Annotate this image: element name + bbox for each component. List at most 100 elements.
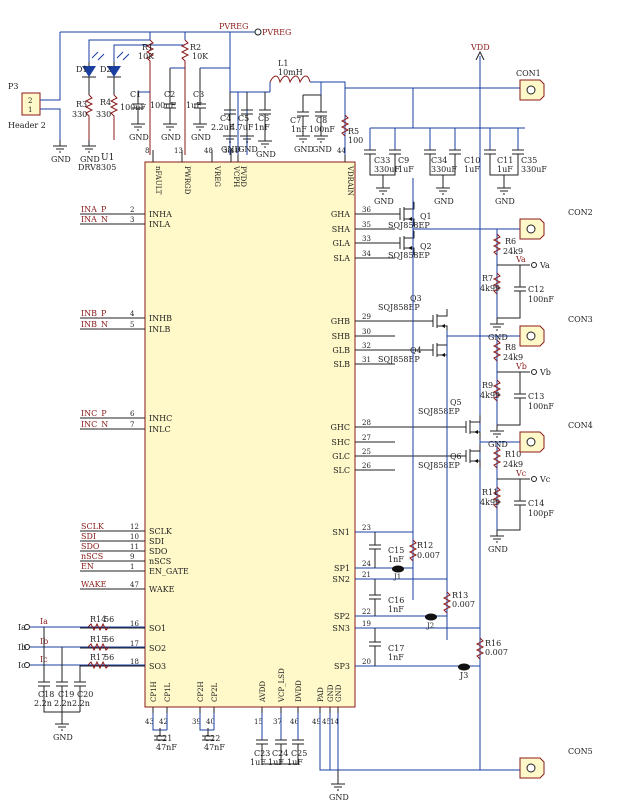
r4-value: 330 [96, 110, 111, 119]
ic-bottom-pin-name: DVDD [295, 680, 303, 702]
divider-c-value: 100pF [528, 509, 554, 518]
c22-value: 47nF [204, 743, 225, 752]
ic-left-pin-name: INHB [149, 314, 172, 323]
ib-port [24, 644, 30, 650]
led-wire [82, 62, 121, 95]
ic-bottom-pin-name: CP2H [197, 681, 205, 702]
ic-right-pin-number: 19 [362, 620, 371, 628]
ground-icon [193, 118, 207, 131]
ic-left-pin-net-label: WAKE [81, 580, 107, 589]
ground-label: GND [329, 793, 349, 800]
ic-right-pin-name: SHC [331, 438, 350, 447]
mosfet-arrow [474, 430, 478, 434]
ic-left-pin-number: 11 [130, 543, 139, 551]
ic-left-pin-net-label: INB_P [81, 309, 107, 318]
ground-label: GND [53, 733, 73, 742]
header-name: Header 2 [8, 121, 46, 130]
c24-value: 1uF [268, 758, 284, 767]
connector-hole [526, 85, 536, 95]
ic-left-pin-name: INLC [149, 425, 171, 434]
r1-label: R1 [142, 43, 153, 52]
c7-label: C7 [290, 116, 301, 125]
c23-value: 1uF [250, 758, 266, 767]
c11-value: 1uF [497, 165, 513, 174]
c33-value: 330uF [374, 165, 400, 174]
c16-value: 1nF [388, 605, 404, 614]
shunt-wire [355, 531, 480, 667]
so-resistors [87, 622, 110, 670]
shunt-resistors [408, 539, 485, 660]
pvreg-label: PVREG [219, 22, 248, 31]
mosfet-part: SQJ858EP [378, 355, 420, 364]
ic-port-label: Ic [18, 661, 26, 670]
ic-right-pin-number: 36 [362, 206, 371, 214]
c3-label: C3 [193, 90, 204, 99]
c2-value: 100nF [150, 101, 176, 110]
ground-label: GND [374, 197, 394, 206]
ic-pins: INHA2INA_PINLA3INA_NINHB4INB_PINLB5INB_N… [80, 147, 395, 726]
resistor-r4 [109, 94, 119, 140]
ic-left-pin-net-label: INA_P [81, 205, 107, 214]
ground-icon [82, 140, 96, 153]
ic-left-pin-net-label: INC_N [81, 420, 108, 429]
mosfet-arrow [408, 246, 412, 250]
c15-value: 1nF [388, 555, 404, 564]
ia-port [24, 624, 30, 630]
mosfet-arrow [441, 353, 445, 357]
mosfet-symbol [395, 201, 415, 226]
c4-label: C4 [220, 114, 231, 123]
ground-label: GND [256, 150, 276, 159]
ic-top-pin-number: 44 [337, 147, 346, 155]
mosfet-arrow [408, 217, 412, 221]
c9-value: 1uF [398, 165, 414, 174]
c1-label: C1 [130, 90, 141, 99]
ia-label: Ia [40, 617, 48, 626]
c5-label: C5 [238, 114, 249, 123]
ic-right-pin-name: GLB [332, 346, 350, 355]
ic-bottom-pin-number: 42 [159, 718, 168, 726]
ic-right-pin-name: GHC [331, 423, 351, 432]
c9-label: C9 [398, 156, 409, 165]
ic-left-pin-net-label: SDO [81, 542, 100, 551]
divider-c-value: 100nF [528, 295, 554, 304]
ic-bottom-pin-number: 15 [254, 718, 263, 726]
connector-label: CON3 [568, 315, 593, 324]
resistor-r5 [340, 114, 350, 137]
ic-right-pin-number: 28 [362, 419, 371, 427]
divider-port [531, 476, 537, 482]
c3-value: 1uF [186, 101, 202, 110]
ic-top-pin-number: 13 [174, 147, 183, 155]
c8-value: 100nF [309, 125, 335, 134]
divider-r-bot-value: 4k99 [480, 498, 500, 507]
mosfet-part: SQJ858EP [388, 221, 430, 230]
caps-c4-c6 [224, 92, 271, 135]
mosfet-part: SQJ858EP [418, 407, 460, 416]
c22-label: C22 [204, 734, 220, 743]
ground-label: GND [221, 145, 241, 154]
c35-label: C35 [521, 156, 537, 165]
pvreg-label-port: PVREG [262, 28, 291, 37]
mosfet-ref: Q4 [410, 346, 422, 355]
ground-label: GND [434, 197, 454, 206]
r2-label: R2 [190, 43, 201, 52]
header-p3-body [21, 92, 41, 116]
ic-top-pin-number: 38 [223, 147, 232, 155]
ic-right-pin-name: SLA [333, 254, 350, 263]
ground-label: GND [312, 145, 332, 154]
ic-left-pin-number: 47 [130, 581, 139, 589]
j1-label: J1 [393, 573, 401, 581]
r13-label: R13 [452, 591, 468, 600]
c19-label: C19 [58, 690, 74, 699]
ic-left-pin-name: SO1 [149, 624, 166, 633]
mosfet-arrow [441, 324, 445, 328]
ic-right-pin-name: GHB [331, 317, 350, 326]
header-wire [40, 85, 61, 140]
d2-label: D2 [100, 65, 112, 74]
divider-net-label: Vc [515, 469, 527, 478]
ic-right-pin-name: SN3 [332, 624, 350, 633]
ground-icon [240, 130, 254, 143]
ic-right-pin-number: 30 [362, 328, 371, 336]
ic-bottom-pin-name: CP1L [164, 682, 172, 702]
ic-right-pin-name: SP3 [334, 662, 350, 671]
